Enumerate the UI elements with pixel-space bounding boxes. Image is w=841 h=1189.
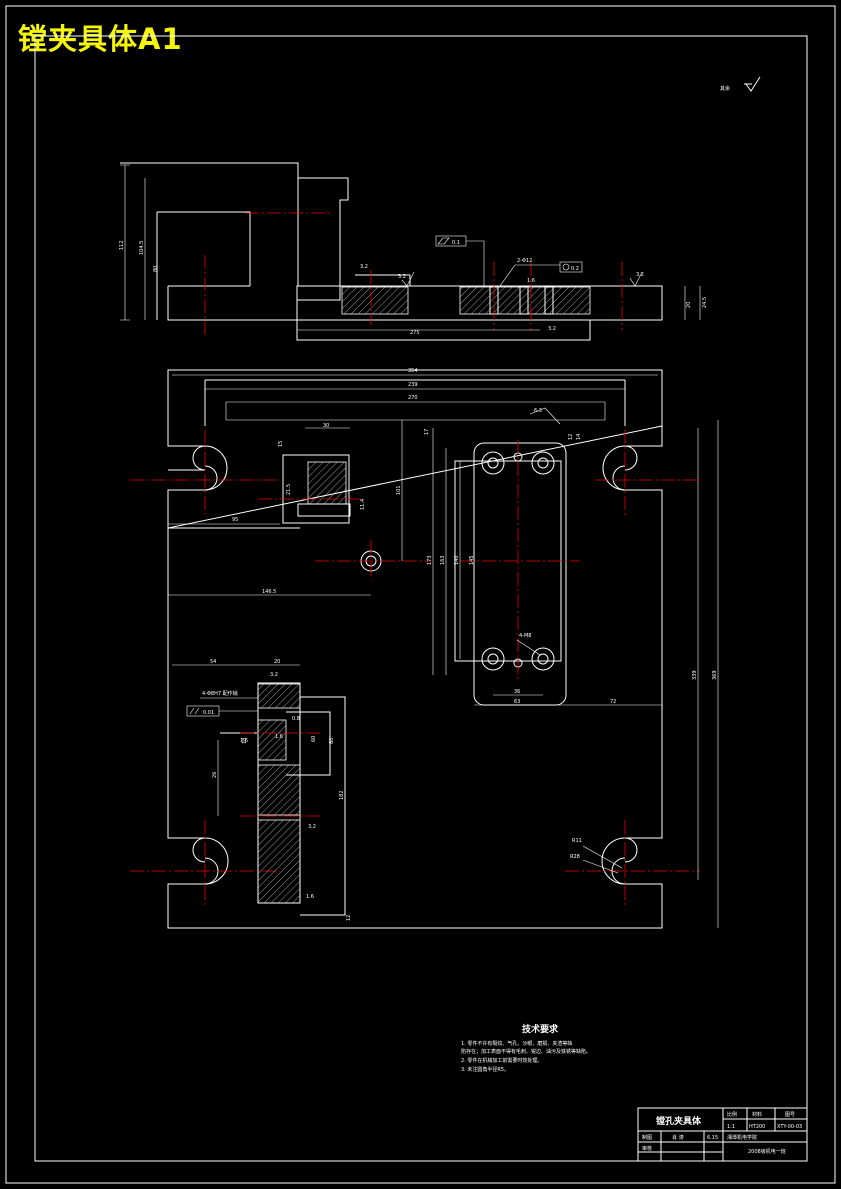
svg-text:陷存在；加工表面不得有毛刺、锐边、油污及铁锈等缺陷。: 陷存在；加工表面不得有毛刺、锐边、油污及铁锈等缺陷。 xyxy=(461,1048,591,1055)
svg-text:275: 275 xyxy=(410,330,420,336)
svg-text:20: 20 xyxy=(686,302,692,308)
svg-text:24.5: 24.5 xyxy=(702,297,708,308)
svg-text:1.6: 1.6 xyxy=(527,278,535,284)
drawing-title: 镗夹具体A1 xyxy=(18,22,183,56)
svg-text:1.6: 1.6 xyxy=(240,738,248,744)
section-view: 54 20 3.2 26 182 12 18 60 80 4-Φ8H7 配作销 … xyxy=(172,659,352,921)
svg-text:0.01: 0.01 xyxy=(203,710,214,716)
svg-text:36: 36 xyxy=(514,689,520,695)
svg-text:12: 12 xyxy=(568,434,574,440)
svg-text:11.4: 11.4 xyxy=(360,499,366,510)
svg-text:4-M8: 4-M8 xyxy=(519,633,531,639)
svg-text:18: 18 xyxy=(242,738,248,744)
svg-text:17: 17 xyxy=(424,429,430,435)
top-hatch-center xyxy=(459,286,591,315)
svg-text:1. 零件不许有裂纹、气孔、沙眼、磨损、夹渣等缺: 1. 零件不许有裂纹、气孔、沙眼、磨损、夹渣等缺 xyxy=(461,1040,572,1047)
svg-text:80: 80 xyxy=(329,738,335,744)
svg-text:72: 72 xyxy=(610,699,616,705)
svg-text:140: 140 xyxy=(454,555,460,565)
svg-text:163: 163 xyxy=(440,555,446,565)
svg-text:26: 26 xyxy=(212,772,218,778)
title-block: 镗孔夹具体 比例 材料 图号 1:1 HT200 XTY-00-03 制图 肖 … xyxy=(637,1107,808,1162)
svg-text:1.6: 1.6 xyxy=(306,894,314,900)
svg-text:材料: 材料 xyxy=(752,1111,762,1118)
outer-border xyxy=(5,5,836,1184)
svg-text:4-Φ8H7 配作销: 4-Φ8H7 配作销 xyxy=(202,690,238,697)
svg-text:肖 涛: 肖 涛 xyxy=(672,1134,684,1141)
svg-text:3.2: 3.2 xyxy=(270,672,278,678)
section-hatch-2 xyxy=(257,719,287,761)
surface-finish-note: 其余 xyxy=(720,76,761,92)
svg-text:2-Φ12: 2-Φ12 xyxy=(517,258,532,264)
svg-text:制图: 制图 xyxy=(642,1134,652,1141)
svg-text:1:1: 1:1 xyxy=(727,1124,735,1130)
svg-text:80: 80 xyxy=(153,266,159,272)
svg-text:173: 173 xyxy=(427,555,433,565)
top-hatch-left xyxy=(341,286,409,315)
svg-text:技术要求: 技术要求 xyxy=(522,1023,559,1035)
svg-text:0.2: 0.2 xyxy=(571,266,579,272)
svg-text:145: 145 xyxy=(469,555,475,565)
svg-text:2. 零件在机械加工前需要时效处理。: 2. 零件在机械加工前需要时效处理。 xyxy=(461,1057,542,1064)
svg-text:101: 101 xyxy=(396,485,402,495)
svg-text:6.15: 6.15 xyxy=(707,1135,718,1141)
top-view: 112 104.5 80 275 20 24.5 0.1 0.2 2-Φ12 3… xyxy=(119,162,708,341)
svg-text:369: 369 xyxy=(712,670,718,680)
svg-text:354: 354 xyxy=(408,368,418,374)
svg-text:60: 60 xyxy=(311,736,317,742)
svg-text:图号: 图号 xyxy=(785,1112,795,1118)
svg-text:104.5: 104.5 xyxy=(139,241,145,255)
svg-text:2008级机电一班: 2008级机电一班 xyxy=(748,1148,786,1155)
svg-text:0.8: 0.8 xyxy=(292,716,300,722)
svg-text:R11: R11 xyxy=(572,838,582,844)
svg-text:其余: 其余 xyxy=(720,85,730,92)
section-hatch-3 xyxy=(257,764,301,816)
svg-text:15: 15 xyxy=(278,441,284,447)
svg-text:95: 95 xyxy=(232,517,238,523)
svg-text:3.2: 3.2 xyxy=(548,326,556,332)
svg-text:0.1: 0.1 xyxy=(452,240,460,246)
svg-text:14: 14 xyxy=(576,434,582,440)
svg-text:146.5: 146.5 xyxy=(262,589,276,595)
svg-text:54: 54 xyxy=(210,659,216,665)
section-hatch-1 xyxy=(257,683,301,709)
svg-text:3.2: 3.2 xyxy=(398,274,406,280)
svg-text:21.5: 21.5 xyxy=(286,484,292,495)
svg-text:63: 63 xyxy=(514,699,520,705)
svg-text:12: 12 xyxy=(346,915,352,921)
svg-text:3.2: 3.2 xyxy=(636,272,644,278)
svg-text:239: 239 xyxy=(408,382,418,388)
tech-requirements: 技术要求 1. 零件不许有裂纹、气孔、沙眼、磨损、夹渣等缺 陷存在；加工表面不得… xyxy=(461,1023,591,1073)
svg-text:339: 339 xyxy=(692,670,698,680)
svg-text:XTY-00-03: XTY-00-03 xyxy=(777,1124,802,1130)
svg-text:比例: 比例 xyxy=(727,1111,737,1118)
svg-text:20: 20 xyxy=(274,659,280,665)
svg-text:HT200: HT200 xyxy=(749,1124,765,1130)
svg-text:3. 未注圆角半径R5。: 3. 未注圆角半径R5。 xyxy=(461,1066,509,1073)
main-hatch-block xyxy=(307,461,347,505)
svg-text:182: 182 xyxy=(339,790,345,800)
svg-text:3.2: 3.2 xyxy=(308,824,316,830)
svg-text:112: 112 xyxy=(119,240,125,250)
svg-text:R28: R28 xyxy=(570,854,580,860)
svg-text:270: 270 xyxy=(408,395,418,401)
section-hatch-4 xyxy=(257,819,301,904)
svg-text:30: 30 xyxy=(323,423,329,429)
svg-text:镗孔夹具体: 镗孔夹具体 xyxy=(656,1115,702,1127)
svg-text:湘潭机电学院: 湘潭机电学院 xyxy=(727,1134,757,1141)
svg-text:审核: 审核 xyxy=(642,1145,652,1152)
main-view: 354 239 270 101 95 146.5 30 15 21.5 11.4… xyxy=(130,368,719,929)
svg-text:1.6: 1.6 xyxy=(275,734,283,740)
svg-text:3.2: 3.2 xyxy=(360,264,368,270)
inner-border xyxy=(34,35,808,1162)
